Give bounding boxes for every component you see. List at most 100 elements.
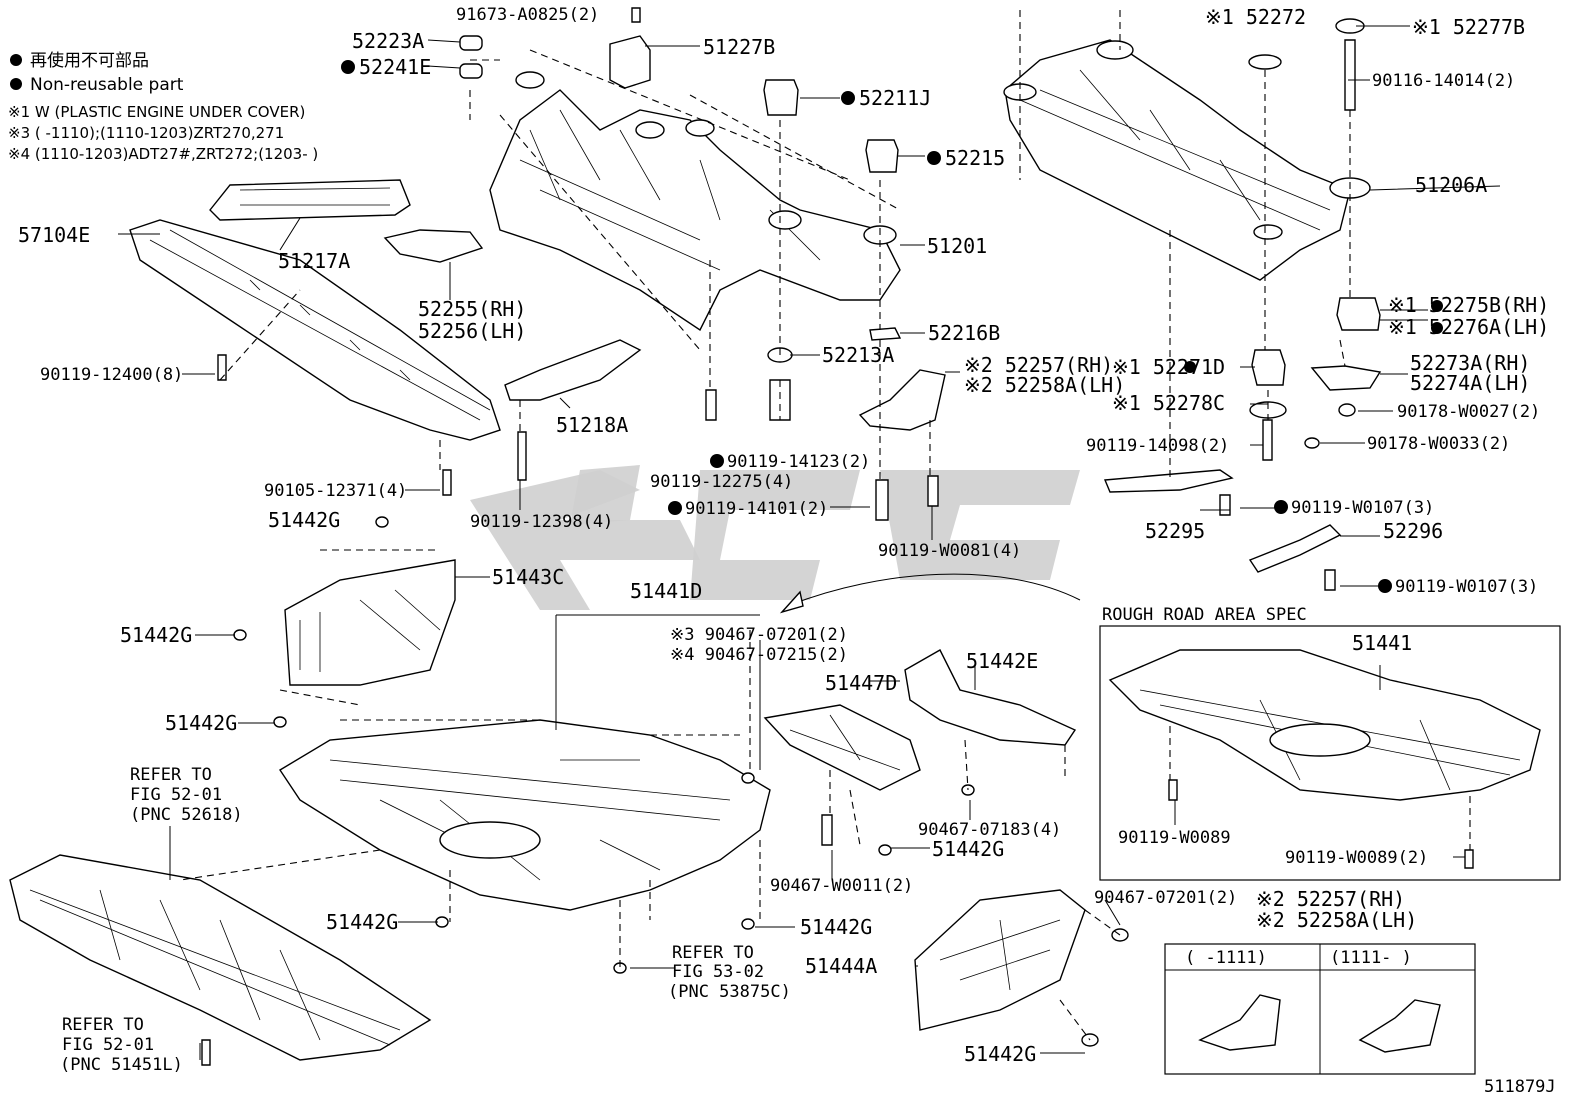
- label-51227B: 51227B: [703, 35, 775, 59]
- label-90119-12400: 90119-12400(8): [40, 365, 183, 385]
- label-90119-W0107-b: 90119-W0107(3): [1395, 577, 1538, 597]
- label-51442G-1: 51442G: [268, 508, 340, 532]
- label-90116-14014: 90116-14014(2): [1372, 71, 1515, 91]
- label-52273A-rh: 52273A(RH): [1410, 351, 1530, 375]
- label-51206A: 51206A: [1415, 173, 1487, 197]
- label-52241E: 52241E: [359, 55, 431, 79]
- part-labels: 91673-A0825(2) 52223A 52241E 51227B 5221…: [18, 5, 1549, 1066]
- leader-lines: [118, 25, 1501, 1060]
- legend-non-reusable-en: Non-reusable part: [30, 75, 184, 95]
- label-51201: 51201: [927, 234, 987, 258]
- version-table: ( -1111) (1111- ): [1164, 943, 1476, 1075]
- label-51442G-7: 51442G: [964, 1042, 1036, 1066]
- figure-code: 511879J: [1484, 1077, 1556, 1097]
- rear-bushings: [1248, 18, 1382, 461]
- label-52258A-lh-top: ※2 52258A(LH): [964, 373, 1125, 397]
- bracket-52257-top: [858, 369, 946, 431]
- label-57104E: 57104E: [18, 223, 90, 247]
- label-90119-12398: 90119-12398(4): [470, 512, 613, 532]
- label-51442G-4: 51442G: [932, 837, 1004, 861]
- ref1-line1: REFER TO: [130, 765, 212, 785]
- cover-51442E: [904, 649, 1077, 746]
- label-52215: 52215: [945, 146, 1005, 170]
- label-52275B-rh: ※1 52275B(RH): [1388, 293, 1549, 317]
- front-suspension-crossmember: [489, 71, 901, 332]
- label-52213A: 52213A: [822, 343, 894, 367]
- ref1-line2: FIG 52-01: [130, 785, 222, 805]
- label-52274A-lh: 52274A(LH): [1410, 371, 1530, 395]
- rough-road-spec-box: ROUGH ROAD AREA SPEC: [1099, 605, 1561, 881]
- bracket-52295: [1103, 469, 1234, 493]
- label-52295: 52295: [1145, 519, 1205, 543]
- label-52277B: ※1 52277B: [1412, 15, 1525, 39]
- legend-note-1: ※1 W (PLASTIC ENGINE UNDER COVER): [8, 103, 305, 121]
- label-90467-W0011: 90467-W0011(2): [770, 876, 913, 896]
- label-51442E: 51442E: [966, 649, 1038, 673]
- label-52256-lh: 52256(LH): [418, 319, 526, 343]
- label-90119-W0081: 90119-W0081(4): [878, 541, 1021, 561]
- ref2-line2: FIG 53-02: [672, 962, 764, 982]
- label-52296: 52296: [1383, 519, 1443, 543]
- label-90119-W0107-a: 90119-W0107(3): [1291, 498, 1434, 518]
- label-52223A: 52223A: [352, 29, 424, 53]
- legend-note-3: ※3 ( -1110);(1110-1203)ZRT270,271: [8, 124, 284, 142]
- ref2-line1: REFER TO: [672, 943, 754, 963]
- brace-51218A: [504, 339, 642, 401]
- legend: 再使用不可部品 Non-reusable part ※1 W (PLASTIC …: [8, 50, 318, 163]
- label-90467-07215-n4: ※4 90467-07215(2): [670, 645, 848, 665]
- label-90119-W0089-2: 90119-W0089(2): [1285, 848, 1428, 868]
- version-col-1: ( -1111): [1185, 948, 1267, 968]
- label-51441: 51441: [1352, 631, 1412, 655]
- bushing-group-top: [459, 7, 939, 521]
- label-52211J: 52211J: [859, 86, 931, 110]
- label-51217A: 51217A: [278, 249, 350, 273]
- ref3-line1: REFER TO: [62, 1015, 144, 1035]
- label-52255-rh: 52255(RH): [418, 297, 526, 321]
- label-52271D: ※1 52271D: [1112, 355, 1225, 379]
- label-51443C: 51443C: [492, 565, 564, 589]
- label-91673-A0825: 91673-A0825(2): [456, 5, 599, 25]
- rough-road-title: ROUGH ROAD AREA SPEC: [1102, 605, 1307, 625]
- bracket-52255: [383, 229, 484, 263]
- label-90467-07183: 90467-07183(4): [918, 820, 1061, 840]
- label-51444A: 51444A: [805, 954, 877, 978]
- label-90105-12371: 90105-12371(4): [264, 481, 407, 501]
- ref1-line3: (PNC 52618): [130, 805, 243, 825]
- label-90119-14098: 90119-14098(2): [1086, 436, 1229, 456]
- refer-to-notes: REFER TO FIG 52-01 (PNC 52618) REFER TO …: [60, 765, 791, 1075]
- label-51442G-6: 51442G: [800, 915, 872, 939]
- label-90467-07201-n3: ※3 90467-07201(2): [670, 625, 848, 645]
- label-51442G-3: 51442G: [165, 711, 237, 735]
- ref3-line3: (PNC 51451L): [60, 1055, 183, 1075]
- label-90467-07201: 90467-07201(2): [1094, 888, 1237, 908]
- member-brace-57104E: [129, 219, 501, 441]
- label-52278C: ※1 52278C: [1112, 391, 1225, 415]
- ref2-line3: (PNC 53875C): [668, 982, 791, 1002]
- dashed-guides: [179, 10, 1471, 1041]
- label-51441D: 51441D: [630, 579, 702, 603]
- version-col-2: (1111- ): [1330, 948, 1412, 968]
- label-52276A-lh: ※1 52276A(LH): [1388, 315, 1549, 339]
- label-90119-14123: 90119-14123(2): [727, 452, 870, 472]
- label-90178-W0027: 90178-W0027(2): [1397, 402, 1540, 422]
- cover-51447D: [763, 704, 921, 791]
- label-51442G-2: 51442G: [120, 623, 192, 647]
- label-51218A: 51218A: [556, 413, 628, 437]
- label-51442G-5: 51442G: [326, 910, 398, 934]
- bolt-group-left: [217, 354, 527, 496]
- bracket-52296: [1248, 524, 1342, 573]
- rear-suspension-member: [1003, 39, 1371, 281]
- ref3-line2: FIG 52-01: [62, 1035, 154, 1055]
- label-52258A-lh-box: ※2 52258A(LH): [1256, 908, 1417, 932]
- label-52216B: 52216B: [928, 321, 1000, 345]
- legend-note-4: ※4 (1110-1203)ADT27#,ZRT272;(1203- ): [8, 145, 318, 163]
- legend-non-reusable-jp: 再使用不可部品: [30, 50, 149, 71]
- label-51447D: 51447D: [825, 671, 897, 695]
- label-90119-12275: 90119-12275(4): [650, 472, 793, 492]
- label-52272: ※1 52272: [1205, 5, 1306, 29]
- label-52257-rh-top: ※2 52257(RH): [964, 353, 1113, 377]
- label-90119-W0089: 90119-W0089: [1118, 828, 1231, 848]
- direction-arrow: [779, 573, 1081, 614]
- cover-51443C: [284, 559, 456, 686]
